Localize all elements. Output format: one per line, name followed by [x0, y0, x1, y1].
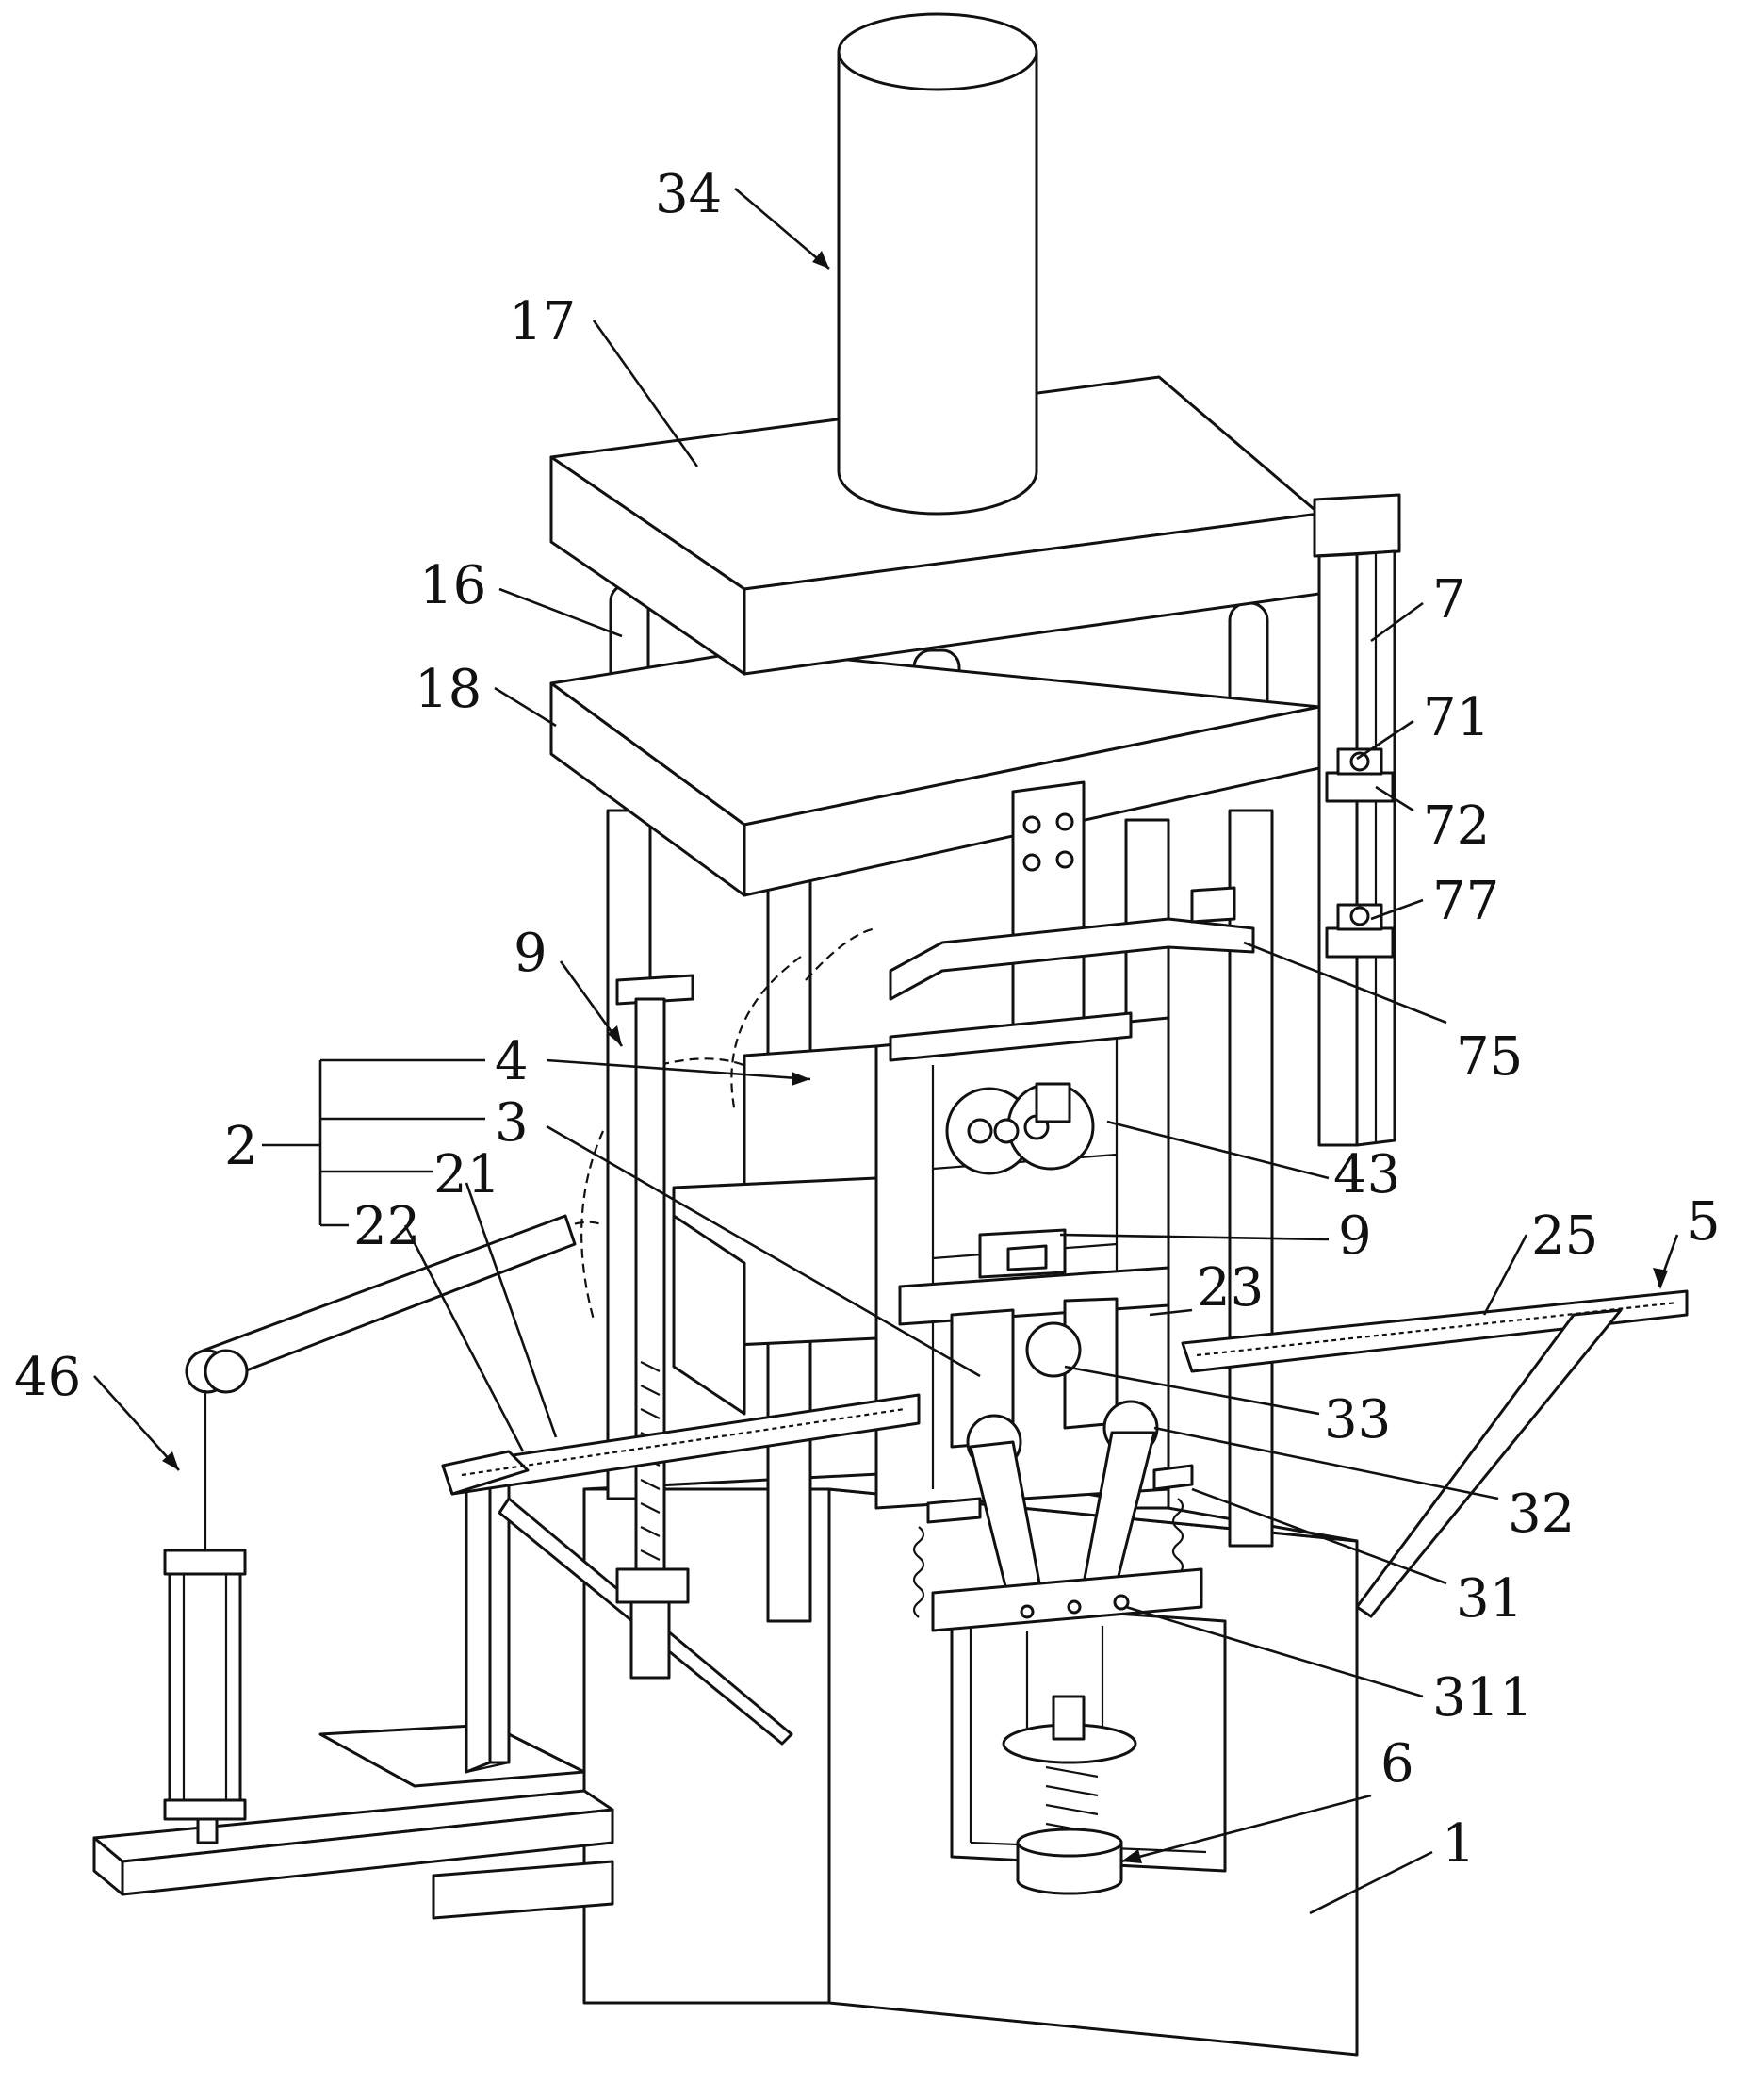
label-3: 3	[495, 1092, 529, 1154]
hydraulic-cylinder	[837, 12, 1038, 516]
label-311: 311	[1432, 1667, 1533, 1729]
label-22: 22	[353, 1196, 420, 1257]
lead-screw-9	[615, 974, 694, 1680]
label-5: 5	[1687, 1191, 1721, 1253]
label-4: 4	[495, 1031, 529, 1092]
label-25: 25	[1531, 1205, 1598, 1267]
reference-labels: 34 17 16 7 18 71 72 77 9 75 4 3 2 21 22 …	[14, 164, 1721, 1875]
label-75: 75	[1456, 1026, 1523, 1088]
right-guide-rail	[1313, 493, 1401, 1147]
base-block	[582, 1468, 1359, 2057]
label-16: 16	[419, 555, 486, 616]
label-32: 32	[1508, 1484, 1575, 1545]
leader-lines	[93, 188, 1679, 1915]
label-34: 34	[655, 164, 722, 225]
label-21: 21	[433, 1144, 500, 1205]
label-33: 33	[1324, 1389, 1391, 1451]
label-9-top: 9	[514, 923, 547, 984]
label-2: 2	[224, 1116, 258, 1177]
label-46: 46	[14, 1347, 81, 1408]
label-17: 17	[509, 291, 576, 352]
spring-plunger-6	[1002, 1626, 1137, 1895]
slider-23	[898, 1228, 1170, 1449]
label-6: 6	[1380, 1733, 1414, 1795]
label-2-bracket	[262, 1058, 485, 1227]
label-23: 23	[1197, 1257, 1264, 1319]
left-rail-21	[441, 1393, 921, 1496]
label-43: 43	[1333, 1144, 1400, 1205]
label-31: 31	[1456, 1568, 1523, 1630]
label-72: 72	[1423, 795, 1490, 857]
label-71: 71	[1423, 687, 1490, 748]
lever-cylinder-46	[163, 1214, 577, 1844]
label-9-mid: 9	[1338, 1205, 1372, 1267]
lower-plate	[549, 648, 1321, 897]
clamp-arms	[912, 1400, 1203, 1632]
label-18: 18	[415, 659, 482, 720]
right-rail-25	[1181, 1289, 1689, 1618]
label-77: 77	[1432, 871, 1499, 932]
label-7: 7	[1432, 569, 1466, 631]
label-1: 1	[1442, 1813, 1476, 1875]
ground-feet	[92, 1723, 614, 1920]
arch-bracket	[889, 886, 1255, 1001]
